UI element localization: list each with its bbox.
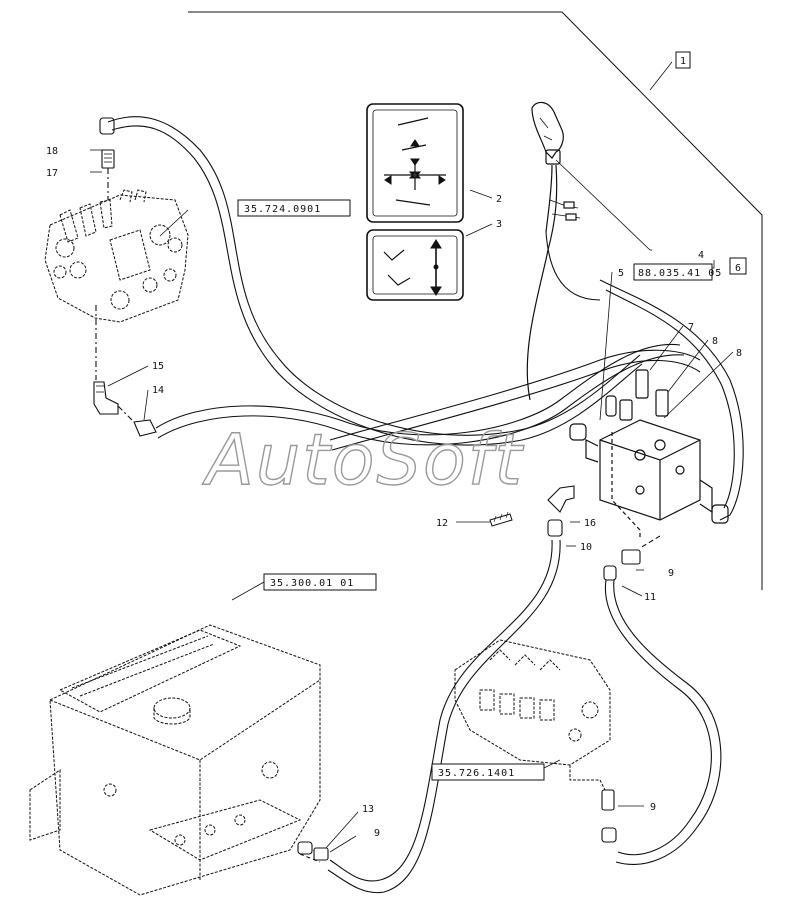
fittings-15-14 <box>93 305 157 437</box>
control-valve-bottom <box>454 639 611 791</box>
bolt-12 <box>489 511 513 527</box>
callout-5: 5 <box>618 268 624 279</box>
ref-valve-top: 35.724.0901 <box>244 204 321 215</box>
callout-15: 15 <box>152 361 164 372</box>
watermark-text: AutoSoft <box>202 419 524 501</box>
callout-9-lower-right: 9 <box>650 802 656 813</box>
ref-box-valve-top <box>237 199 351 217</box>
frame-lines <box>188 11 763 590</box>
hose-10 <box>327 485 575 894</box>
callout-1: 1 <box>680 56 686 67</box>
callout-7: 7 <box>688 322 694 333</box>
ref-box-joystick <box>633 263 713 281</box>
ref-joystick: 88.035.41 05 <box>638 268 722 279</box>
fittings-17-18 <box>99 117 115 200</box>
ref-tank: 35.300.01 01 <box>270 578 354 589</box>
leader-lines <box>90 61 734 853</box>
callout-16: 16 <box>584 518 596 529</box>
ref-box-valve-bottom <box>431 763 545 781</box>
ref-valve-bottom: 35.726.1401 <box>438 768 515 779</box>
callout-8a: 8 <box>712 336 718 347</box>
callout-9-right: 9 <box>668 568 674 579</box>
callout-14: 14 <box>152 385 164 396</box>
decal-plate-2 <box>366 103 464 223</box>
hydraulic-tank <box>29 624 321 896</box>
callout-3: 3 <box>496 219 502 230</box>
callout-18: 18 <box>46 146 58 157</box>
valve-block <box>569 369 729 540</box>
callout-2: 2 <box>496 194 502 205</box>
callout-11: 11 <box>644 592 656 603</box>
callout-13: 13 <box>362 804 374 815</box>
callout-4: 4 <box>698 250 704 261</box>
ref-box-6 <box>729 257 747 275</box>
decal-plate-3 <box>366 229 464 301</box>
callout-6: 6 <box>735 263 741 274</box>
callout-17: 17 <box>46 168 58 179</box>
fittings-13-9 <box>297 841 329 863</box>
reference-boxes <box>237 51 747 781</box>
callout-12: 12 <box>436 518 448 529</box>
callout-8b: 8 <box>736 348 742 359</box>
callout-9-tank: 9 <box>374 828 380 839</box>
hose-lines <box>107 116 744 521</box>
hose-11 <box>601 535 722 865</box>
ref-box-1 <box>675 51 691 69</box>
joystick-group <box>526 101 581 401</box>
ref-box-tank <box>263 573 377 591</box>
control-valve-top <box>44 189 189 323</box>
callout-10: 10 <box>580 542 592 553</box>
